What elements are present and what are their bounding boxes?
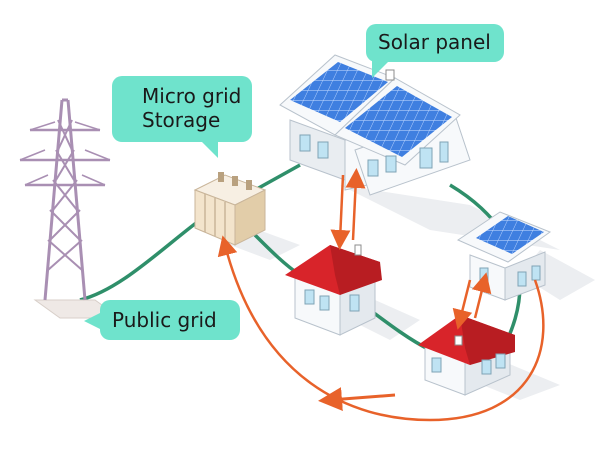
solar-panel-callout: Solar panel bbox=[366, 24, 504, 78]
solar-panel-label: Solar panel bbox=[378, 30, 491, 54]
micro-grid-callout: Micro grid Storage bbox=[112, 76, 252, 158]
storage-unit-icon bbox=[193, 172, 267, 246]
micro-grid-label-line1: Micro grid bbox=[142, 84, 242, 108]
red-roof-house-icon bbox=[285, 244, 382, 336]
transmission-tower-icon bbox=[19, 98, 122, 319]
ground-shadows bbox=[230, 185, 595, 400]
callout-tail bbox=[84, 312, 102, 330]
flow-arrow-icon bbox=[217, 168, 545, 422]
callout-tail bbox=[372, 60, 390, 78]
public-grid-callout: Public grid bbox=[84, 300, 240, 340]
micro-grid-label: Micro grid Storage bbox=[112, 76, 252, 132]
callout-tail bbox=[200, 140, 218, 158]
public-grid-label: Public grid bbox=[112, 308, 217, 332]
red-roof-house-icon bbox=[418, 315, 515, 396]
micro-grid-label-line2: Storage bbox=[142, 108, 221, 132]
large-house-icon bbox=[279, 54, 471, 196]
